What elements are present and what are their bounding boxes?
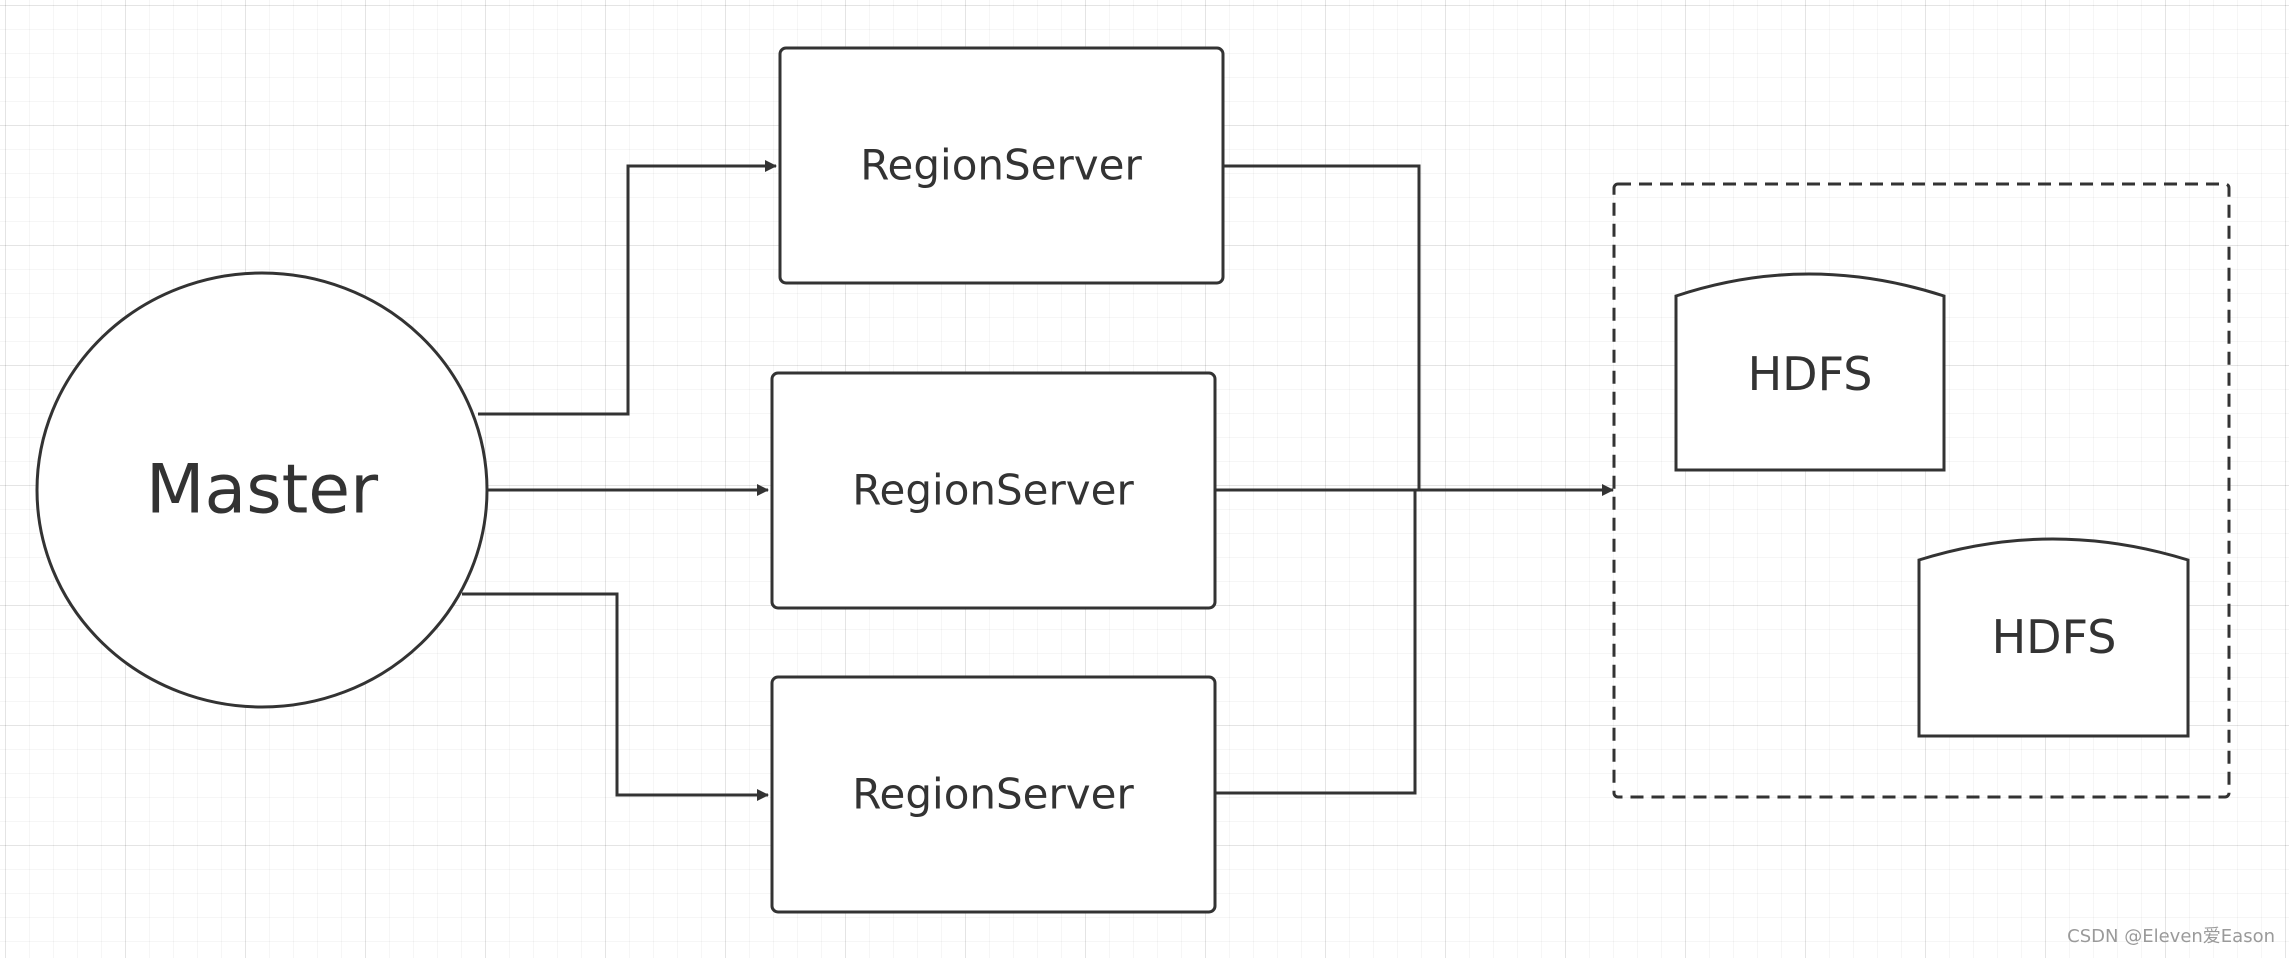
regionserver-node-2[interactable]: RegionServer [770,371,1217,610]
master-label: Master [146,451,378,530]
storage-group-dashed-border [1612,182,2231,799]
regionserver-node-1[interactable]: RegionServer [778,46,1225,285]
storage-group[interactable]: HDFS HDFS [1612,182,2231,799]
connector-regionserver-1-to-bus [1224,164,1421,490]
connector-master-to-regionserver-1 [478,160,777,416]
regionserver-box [778,46,1225,285]
regionserver-node-3[interactable]: RegionServer [770,675,1217,914]
hdfs-label: HDFS [1992,610,2117,664]
connectors-regionservers-to-storage [1215,164,1614,795]
hdfs-node-1[interactable]: HDFS [1674,272,1946,472]
hdfs-node-2[interactable]: HDFS [1917,537,2190,738]
regionserver-label: RegionServer [852,466,1134,515]
regionserver-box [770,675,1217,914]
regionserver-label: RegionServer [852,770,1134,819]
hdfs-shape [1917,537,2190,738]
connector-master-to-regionserver-3 [462,592,769,801]
hdfs-shape [1674,272,1946,472]
watermark-text: CSDN @Eleven爱Eason [2067,926,2275,947]
connector-regionserver-3-to-bus [1215,490,1417,795]
regionserver-box [770,371,1217,610]
regionserver-label: RegionServer [860,141,1142,190]
connectors-master-to-regionservers [462,160,777,801]
master-ellipse [35,271,489,709]
master-node[interactable]: Master [35,271,489,709]
hdfs-label: HDFS [1748,347,1873,401]
